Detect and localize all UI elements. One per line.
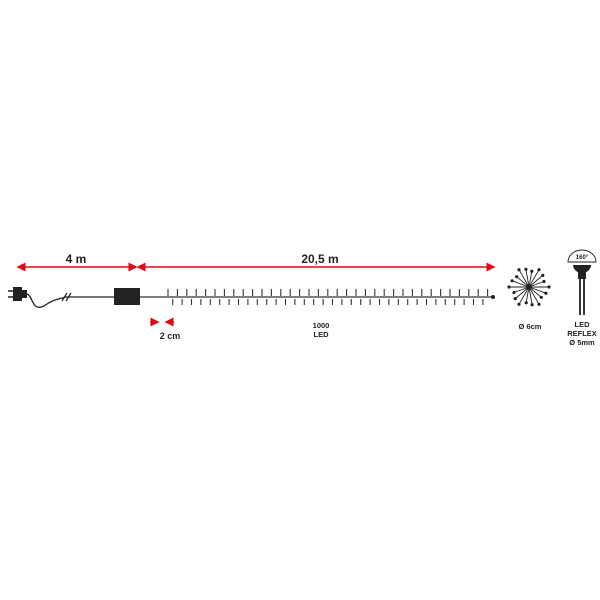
cluster-wire [528, 286, 542, 298]
cluster-led [537, 268, 541, 272]
reflex-led-bulb-icon [567, 249, 597, 315]
led-spacing-label: 2 cm [160, 331, 181, 341]
cluster-led [537, 302, 541, 306]
cluster-led [530, 303, 534, 307]
bulb-type-label-line1: LED [575, 320, 591, 329]
bulb-diameter-label: Ø 5mm [569, 338, 595, 347]
cluster-led [541, 273, 545, 277]
cluster-led [539, 295, 543, 299]
cluster-wire [528, 286, 547, 294]
cluster-diameter-label: Ø 6cm [519, 322, 542, 331]
led-string-length-label: 20,5 m [301, 252, 338, 266]
cluster-wire [528, 286, 533, 305]
cluster-wire [528, 275, 544, 288]
cluster-wire [528, 269, 540, 288]
cluster-led [513, 297, 517, 301]
controller-box [114, 288, 140, 305]
cluster-wire [518, 286, 530, 305]
cluster-led [530, 269, 534, 273]
cluster-led [510, 279, 514, 283]
cluster-led [512, 290, 516, 295]
cluster-led [547, 285, 551, 289]
cluster-led [507, 285, 511, 289]
cable-break-mark [61, 292, 72, 302]
led-unit-label: LED [314, 330, 330, 339]
lead-cable [26, 293, 114, 308]
cluster-led [517, 268, 521, 272]
led-string-end [491, 295, 495, 299]
cluster-led [515, 275, 519, 279]
led-count-label: 1000 [313, 321, 330, 330]
cluster-led [542, 279, 546, 284]
cluster-wire [528, 281, 545, 288]
cluster-wire [511, 280, 530, 288]
cluster-led [524, 301, 528, 305]
cluster-wire [528, 286, 540, 305]
led-ticks [167, 289, 489, 305]
cluster-wire [516, 276, 530, 288]
beam-angle-label: 160° [576, 255, 589, 261]
cluster-wire [514, 286, 530, 299]
cluster-wire [513, 286, 530, 293]
cable-length-label: 4 m [66, 252, 87, 266]
cluster-led [524, 267, 528, 271]
bulb-type-label-line2: REFLEX [567, 329, 597, 338]
cluster-led [517, 302, 521, 306]
cluster-wire [518, 269, 530, 288]
cluster-wire [525, 286, 530, 303]
power-adapter-icon [8, 287, 27, 301]
cluster-led [544, 291, 548, 295]
led-cluster-icon [507, 267, 551, 307]
cluster-wire [528, 271, 533, 288]
cluster-wire [525, 269, 530, 288]
